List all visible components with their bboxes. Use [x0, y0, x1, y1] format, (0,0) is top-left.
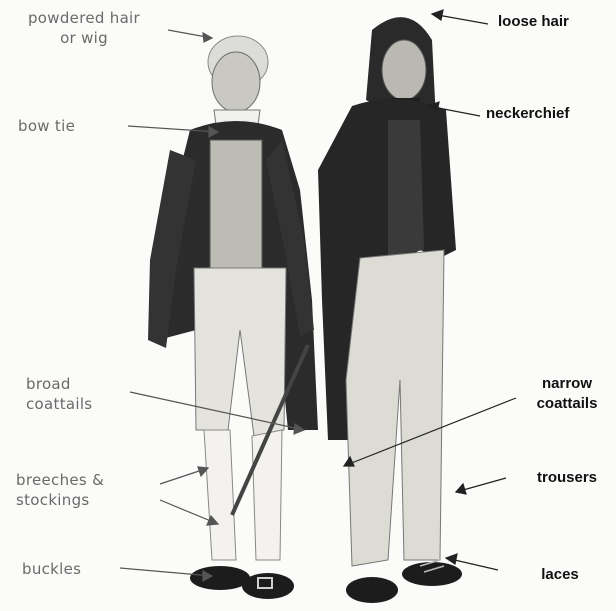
label-neckerchief: neckerchief: [486, 104, 614, 124]
left-figure: [148, 36, 318, 599]
label-buckles: buckles: [22, 559, 122, 579]
pointer-powdered-hair-head: [203, 33, 212, 42]
label-loose-hair: loose hair: [498, 12, 610, 32]
right-figure-shoe-right: [402, 562, 462, 586]
left-figure-shoe-left: [190, 566, 250, 590]
label-broad-coattails-line1: broad: [26, 374, 130, 394]
label-narrow-coattails-line2: coattails: [520, 394, 614, 414]
label-broad-coattails: broad coattails: [26, 374, 130, 414]
label-powdered-hair-line1: powdered hair: [4, 8, 164, 28]
right-figure-vest: [388, 120, 424, 256]
right-figure-face: [382, 40, 426, 100]
left-figure-breeches: [194, 268, 286, 436]
left-figure-waistcoat: [210, 140, 262, 268]
left-figure-face: [212, 52, 260, 112]
label-powdered-hair: powdered hair or wig: [4, 8, 164, 48]
label-powdered-hair-line2: or wig: [4, 28, 164, 48]
label-breeches-stockings: breeches & stockings: [16, 470, 156, 510]
label-trousers: trousers: [520, 468, 614, 488]
label-laces: laces: [520, 565, 600, 585]
right-figure: [318, 17, 462, 603]
label-bow-tie: bow tie: [18, 116, 122, 136]
pointer-laces-head: [446, 554, 457, 564]
left-figure-shoe-right: [242, 573, 294, 599]
right-figure-trousers: [346, 250, 444, 566]
label-broad-coattails-line2: coattails: [26, 394, 130, 414]
right-figure-shoe-left: [346, 577, 398, 603]
label-narrow-coattails: narrow coattails: [520, 374, 614, 414]
label-breeches-line1: breeches &: [16, 470, 156, 490]
label-breeches-line2: stockings: [16, 490, 156, 510]
label-narrow-coattails-line1: narrow: [520, 374, 614, 394]
pointer-loose-hair-head: [432, 10, 443, 20]
pointer-trousers-head: [456, 484, 466, 494]
